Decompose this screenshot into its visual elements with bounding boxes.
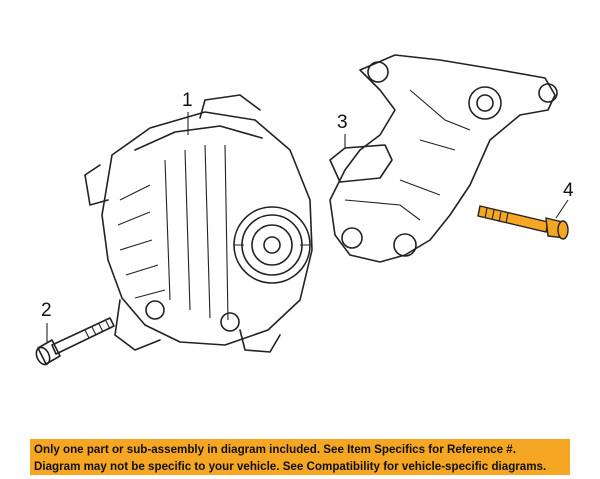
- callout-4: 4: [563, 180, 574, 201]
- leader-lines: [46, 112, 569, 342]
- parts-diagram: [35, 54, 569, 366]
- callout-3: 3: [337, 112, 348, 133]
- bolt-4-drawing: [477, 205, 569, 240]
- callout-1: 1: [182, 90, 193, 111]
- disclaimer-line-2: Diagram may not be specific to your vehi…: [34, 460, 547, 473]
- bracket-drawing: [329, 54, 558, 263]
- bolt-2-drawing: [35, 317, 115, 366]
- disclaimer-line-1: Only one part or sub-assembly in diagram…: [34, 443, 516, 456]
- callout-2: 2: [41, 300, 52, 321]
- alternator-drawing: [84, 94, 313, 353]
- disclaimer-banner: Only one part or sub-assembly in diagram…: [30, 439, 570, 475]
